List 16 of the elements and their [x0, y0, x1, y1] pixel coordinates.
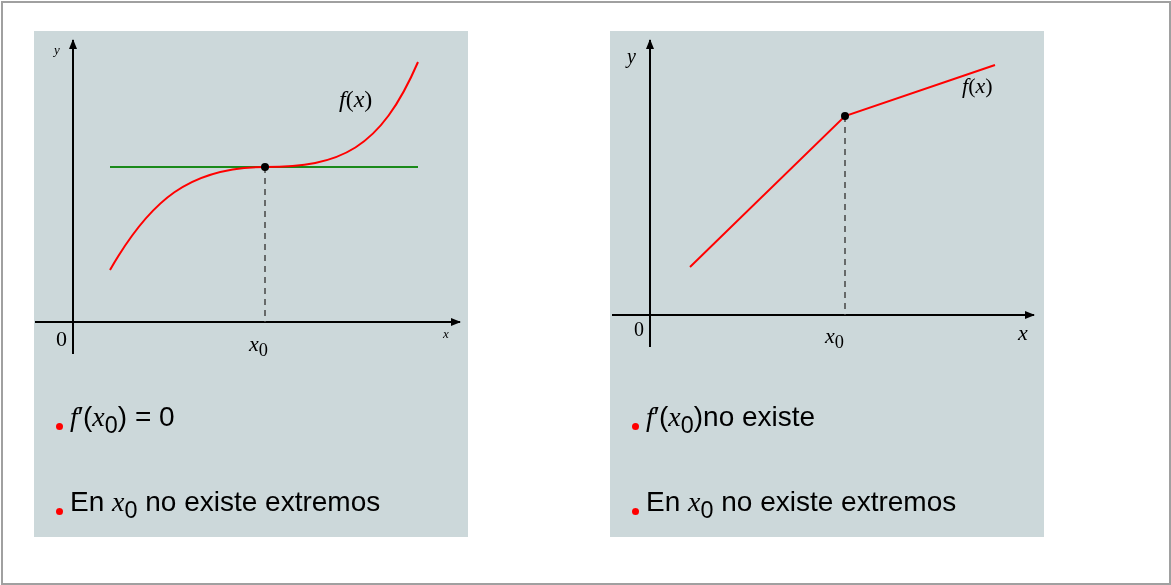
axis-label: x [443, 327, 449, 340]
axis-label: x [1018, 322, 1028, 344]
origin-label: 0 [634, 319, 644, 339]
tick-label: x$_{0}$ [249, 333, 268, 360]
tick-label: x$_{0}$ [825, 325, 844, 352]
graph-panel [34, 31, 468, 537]
bullet-text: En x$_{0}$ no existe extremos [70, 488, 381, 522]
bullet-text: f′(x$_{0}$) = 0 [70, 403, 175, 437]
axis-label: y [627, 46, 636, 66]
origin-label: 0 [56, 328, 67, 350]
function-label: f(x) [339, 87, 373, 111]
bullet-text: f′(x$_{0}$)no existe [646, 403, 816, 437]
bullet-text: En x$_{0}$ no existe extremos [646, 488, 957, 522]
axis-label: y [54, 43, 60, 56]
graph-panel [610, 31, 1044, 537]
function-label: f(x) [962, 75, 993, 97]
